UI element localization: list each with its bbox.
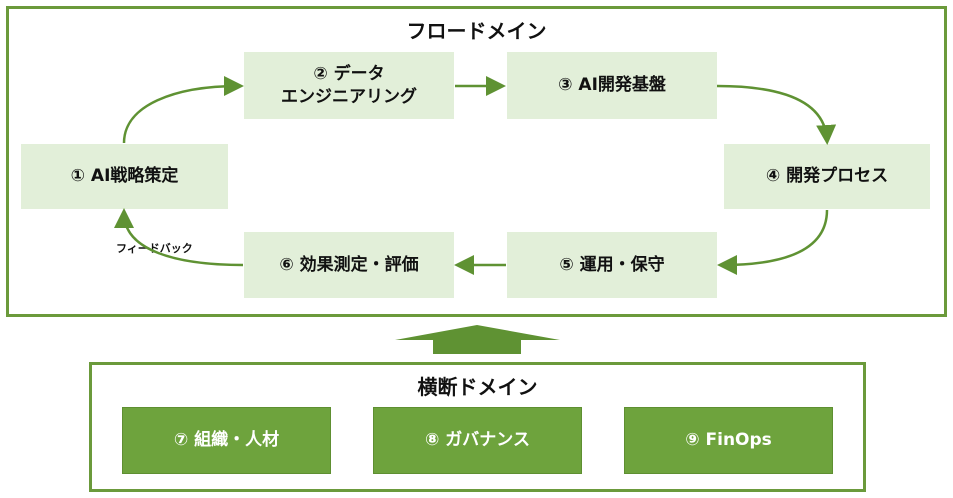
feedback-label: フィードバック	[116, 242, 193, 255]
step-ai-platform: ③ AI開発基盤	[507, 52, 717, 119]
flow-domain-title: フロードメイン	[406, 19, 547, 43]
item-finops: ⑨ FinOps	[624, 407, 833, 474]
item-organization: ⑦ 組織・人材	[122, 407, 331, 474]
cross-domain-frame: 横断ドメイン	[89, 362, 866, 492]
cross-domain-title: 横断ドメイン	[417, 375, 538, 399]
arrow-platform-to-process	[716, 84, 837, 145]
step-dev-process: ④ 開発プロセス	[724, 144, 930, 209]
step-evaluation: ⑥ 効果測定・評価	[244, 232, 454, 298]
item-governance: ⑧ ガバナンス	[373, 407, 582, 474]
step-operations: ⑤ 運用・保守	[507, 232, 717, 298]
arrow-strategy-to-data	[122, 76, 244, 144]
arrow-feedback	[114, 208, 244, 267]
arrow-process-to-operations	[717, 209, 829, 275]
step-ai-strategy: ① AI戦略策定	[21, 144, 228, 209]
up-arrow	[395, 325, 560, 354]
flow-domain-frame: フロードメイン	[6, 6, 947, 317]
step-data-engineering: ② データ エンジニアリング	[244, 52, 454, 119]
